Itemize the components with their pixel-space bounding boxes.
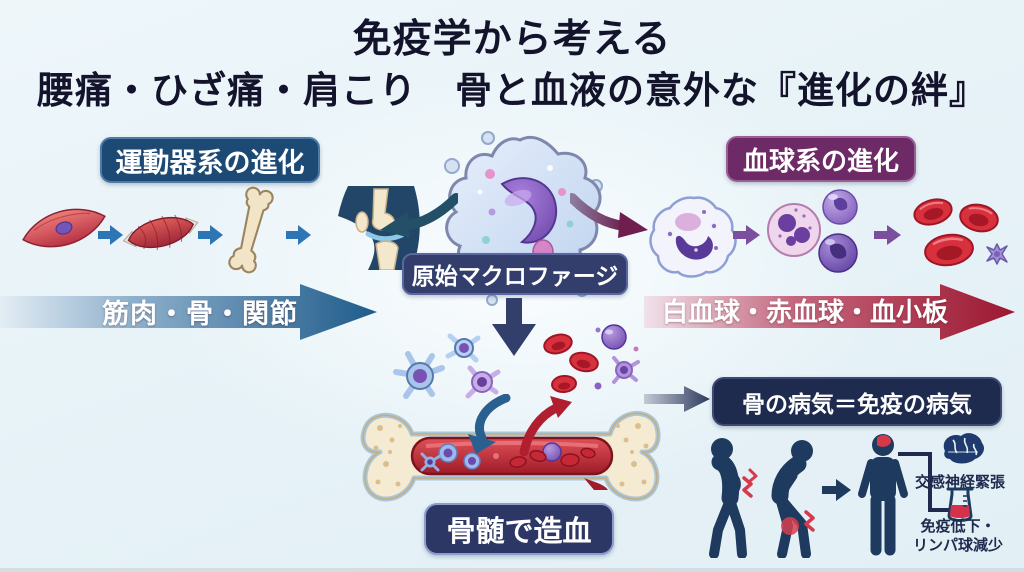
bone-icon: [228, 186, 274, 274]
red-blood-cells-platelet-icon: [913, 198, 1008, 267]
white-blood-cell-icon: [649, 196, 737, 278]
title-line-2: 腰痛・ひざ痛・肩こり 骨と血液の意外な『進化の絆』: [37, 70, 987, 111]
blood-track-arrow: [644, 284, 1015, 340]
knee-joint-icon: [338, 186, 420, 270]
muscle-icon: [122, 214, 199, 251]
arrow-to-disease-icon: [644, 386, 710, 412]
step-arrow-icon: [822, 479, 851, 501]
motor-evolution-label: 運動器系の進化: [100, 137, 320, 183]
brain-icon: [943, 433, 985, 464]
bone-disease-label: 骨の病気＝免疫の病気: [712, 377, 1002, 426]
title-line-1: 免疫学から考える: [352, 18, 672, 61]
macrophage-icon: [444, 131, 603, 306]
bone-marrow-label: 骨髄で造血: [424, 503, 614, 555]
connector-line: [928, 508, 950, 512]
arrow-to-blood-icon: [570, 193, 648, 238]
stromal-cells-icon: [393, 333, 501, 399]
blood-track-arrow-label: 白血球・赤血球・血小板: [661, 297, 948, 327]
knee-pain-figure-icon: [771, 440, 815, 558]
patient-figure-icon: [858, 434, 908, 556]
immune-decline-label: 免疫低下・ リンパ球減少: [898, 517, 1018, 555]
bottom-edge-strip: [0, 568, 1024, 572]
step-arrow-icon: [286, 225, 311, 245]
step-arrow-icon: [198, 225, 223, 245]
arrow-to-motor-icon: [380, 193, 458, 238]
immune-decline-line-1: 免疫低下・: [920, 518, 996, 535]
connector-line: [898, 452, 932, 456]
motor-track-arrow: [0, 284, 377, 340]
step-arrow-icon: [733, 225, 760, 245]
released-blood-cells-icon: [543, 324, 640, 394]
primitive-macrophage-label: 原始マクロファージ: [402, 253, 628, 295]
arrow-into-bone-icon: [468, 394, 511, 454]
step-arrow-icon: [874, 225, 901, 245]
step-arrow-icon: [98, 225, 123, 245]
arrow-out-of-bone-icon: [519, 396, 572, 456]
sympathetic-nerve-label: 交感神経緊張: [914, 474, 1005, 491]
down-arrow-icon: [492, 298, 536, 356]
bone-marrow-icon: [360, 411, 661, 502]
connector-line: [928, 452, 932, 512]
immune-decline-line-2: リンパ球減少: [912, 537, 1003, 554]
blood-evolution-label: 血球系の進化: [726, 136, 916, 182]
muscle-cell-icon: [22, 208, 106, 248]
motor-track-arrow-label: 筋肉・骨・関節: [102, 299, 298, 329]
cell-cluster-icon: [767, 189, 858, 273]
back-pain-figure-icon: [709, 438, 758, 558]
beaker-icon: [946, 487, 974, 522]
